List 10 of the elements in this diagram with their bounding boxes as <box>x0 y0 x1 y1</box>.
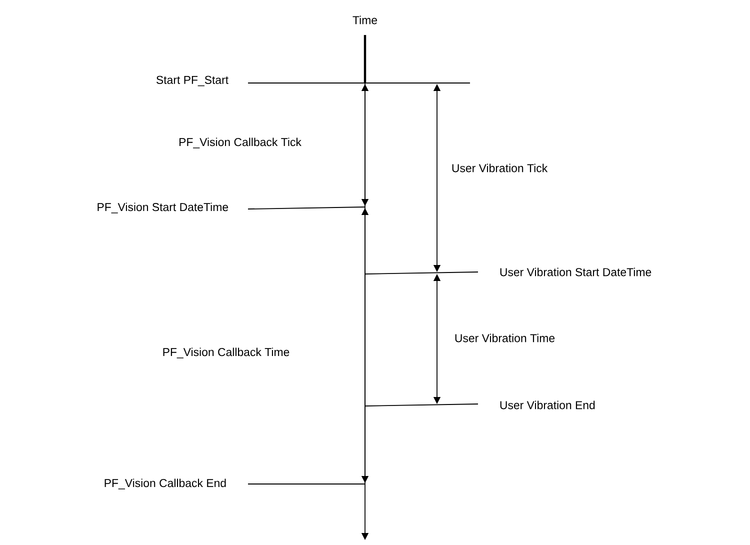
event-label: Start PF_Start <box>156 76 228 86</box>
event-label: PF_Vision Start DateTime <box>98 202 228 214</box>
interval-label: User Vibration Tick <box>452 164 548 172</box>
event-label: User Vibration Start DateTime <box>500 268 652 276</box>
axis-label: Time <box>352 16 377 24</box>
interval-label: PF_Vision Callback Time <box>163 348 290 358</box>
interval-label: PF_Vision Callback Tick <box>180 138 302 148</box>
interval-label: User Vibration Time <box>455 334 555 342</box>
event-label: User Vibration End <box>500 400 595 410</box>
event-label: PF_Vision Callback End <box>104 478 226 490</box>
